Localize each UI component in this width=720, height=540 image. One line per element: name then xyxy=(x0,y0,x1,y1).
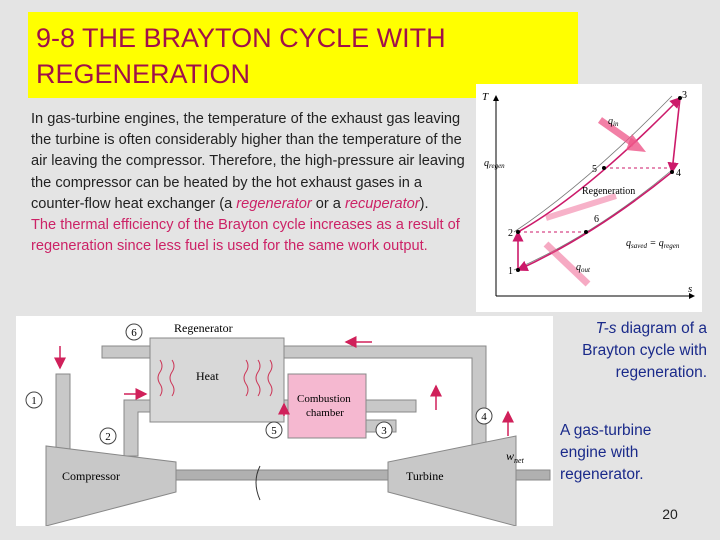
q-regen-label: qregen xyxy=(484,158,505,170)
state-2-label: 2 xyxy=(105,431,111,443)
paragraph-1: In gas-turbine engines, the temperature … xyxy=(31,109,471,215)
engine-diagram: Regenerator Heat Combustion chamber Comp… xyxy=(25,321,551,527)
low-pressure-line xyxy=(513,169,673,271)
page-number: 20 xyxy=(662,506,678,522)
state-6-label: 6 xyxy=(131,327,137,339)
chamber-label: chamber xyxy=(306,407,344,419)
state-5-circle xyxy=(265,421,283,439)
q-in-arrow xyxy=(597,117,637,147)
ts-diagram-figure: T s 1 2 3 4 5 6 qin qregen Regeneration … xyxy=(476,84,702,312)
turbine-label: Turbine xyxy=(406,469,444,483)
heat-wavy-lines xyxy=(157,359,273,397)
state-4-circle xyxy=(475,407,493,425)
intake-pipe xyxy=(55,373,71,455)
heat-label: Heat xyxy=(196,369,219,383)
regenerator-label: Regenerator xyxy=(174,321,233,335)
state-4-label: 4 xyxy=(481,411,487,423)
point-1 xyxy=(516,268,520,272)
regen-arrow xyxy=(545,193,617,221)
label-4: 4 xyxy=(676,168,681,179)
slide-title: 9-8 THE BRAYTON CYCLE WITH REGENERATION xyxy=(36,23,446,89)
point-6 xyxy=(584,230,588,234)
compressor-label: Compressor xyxy=(62,469,120,483)
label-1: 1 xyxy=(508,266,513,277)
state-3-label: 3 xyxy=(381,425,387,437)
process-3-4 xyxy=(667,97,681,174)
compressor xyxy=(45,445,177,527)
label-5: 5 xyxy=(592,164,597,175)
paragraph-2: The thermal efficiency of the Brayton cy… xyxy=(31,215,471,257)
term-regenerator: regenerator xyxy=(236,195,312,212)
state-6-circle xyxy=(125,323,143,341)
t-axis-label: T xyxy=(482,91,489,103)
ts-caption-rest: diagram of a Brayton cycle with regenera… xyxy=(582,320,707,381)
ts-caption: T-s diagram of a Brayton cycle with rege… xyxy=(552,318,707,384)
regeneration-label: Regeneration xyxy=(582,186,635,197)
label-6: 6 xyxy=(594,214,599,225)
state-3-circle xyxy=(375,421,393,439)
shaft-rotation-icon xyxy=(255,465,261,501)
label-3: 3 xyxy=(682,90,687,101)
q-in-label: qin xyxy=(608,116,619,128)
process-4-6-1 xyxy=(516,171,673,272)
state-circles: 1 2 3 4 5 6 xyxy=(25,323,493,445)
ts-diagram: T s 1 2 3 4 5 6 qin qregen Regeneration … xyxy=(482,90,695,299)
body-text: In gas-turbine engines, the temperature … xyxy=(31,109,471,257)
point-3 xyxy=(678,96,682,100)
para1-end: ). xyxy=(419,195,429,212)
state-2-circle xyxy=(99,427,117,445)
engine-diagram-figure: Regenerator Heat Combustion chamber Comp… xyxy=(16,316,553,527)
point-2 xyxy=(516,230,520,234)
state-1-circle xyxy=(25,391,43,409)
q-out-label: qout xyxy=(576,262,591,274)
engine-caption: A gas-turbine engine with regenerator. xyxy=(560,422,652,483)
combustion-chamber xyxy=(287,373,367,439)
term-recuperator: recuperator xyxy=(344,195,420,212)
state-1-label: 1 xyxy=(31,395,37,407)
s-axis-label: s xyxy=(688,283,692,295)
shaft xyxy=(175,469,389,481)
ts-caption-italic: T-s xyxy=(595,320,617,337)
q-out-arrow xyxy=(543,241,591,287)
process-2-5-3 xyxy=(517,96,682,233)
para1-or: or a xyxy=(311,195,345,212)
point-4 xyxy=(670,170,674,174)
regenerator-box xyxy=(149,337,285,423)
shaft-end xyxy=(515,469,551,481)
combustion-label: Combustion xyxy=(297,393,351,405)
state-5-label: 5 xyxy=(271,425,277,437)
title-banner xyxy=(28,12,578,98)
label-2: 2 xyxy=(508,228,513,239)
w-net-label: wnet xyxy=(506,449,525,465)
q-saved-label: qsaved = qregen xyxy=(626,238,680,250)
high-pressure-line xyxy=(513,95,673,233)
para2-highlight: The thermal efficiency of the Brayton cy… xyxy=(31,217,460,255)
para1-text: In gas-turbine engines, the temperature … xyxy=(31,111,465,212)
point-5 xyxy=(602,166,606,170)
